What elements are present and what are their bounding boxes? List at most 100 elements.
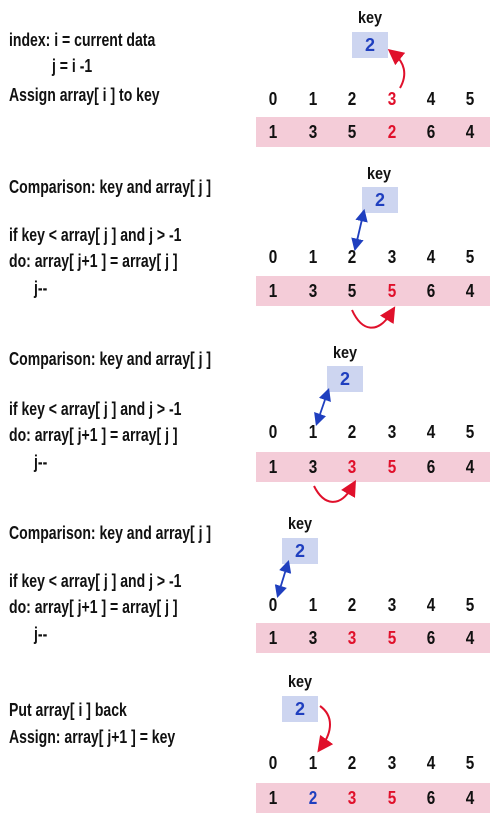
step-4-text-line-1: Comparison: key and array[ j ] xyxy=(9,523,212,543)
array-cell-highlight: 3 xyxy=(347,628,357,648)
step-1-array-row: 1 3 5 2 6 4 xyxy=(256,117,490,147)
step-5-text-line-2: Assign: array[ j+1 ] = key xyxy=(9,727,176,747)
step-5-key-label: key xyxy=(287,672,313,691)
index-cell: 5 xyxy=(465,753,475,773)
index-cell: 4 xyxy=(426,753,436,773)
step-3-array-row: 1 3 3 5 6 4 xyxy=(256,452,490,482)
step-4-text-line-3: do: array[ j+1 ] = array[ j ] xyxy=(9,597,178,617)
array-cell: 4 xyxy=(465,628,475,648)
index-cell: 5 xyxy=(465,247,475,267)
array-cell: 3 xyxy=(308,281,318,301)
index-cell: 4 xyxy=(426,247,436,267)
step-3-text-line-3: do: array[ j+1 ] = array[ j ] xyxy=(9,425,178,445)
step-1-text-line-1: index: i = current data xyxy=(9,30,156,50)
step-2-shift-arrow xyxy=(351,306,396,329)
step-2-text-line-3: do: array[ j+1 ] = array[ j ] xyxy=(9,251,178,271)
step-4-key-box: 2 xyxy=(282,538,318,564)
array-cell: 5 xyxy=(347,122,357,142)
step-2-key-label: key xyxy=(366,164,392,183)
index-cell: 1 xyxy=(308,753,318,773)
array-cell: 1 xyxy=(268,788,278,808)
step-5-insert-arrow xyxy=(317,705,334,753)
step-1-key-box: 2 xyxy=(352,32,388,58)
index-cell: 2 xyxy=(347,595,357,615)
array-cell: 5 xyxy=(347,281,357,301)
index-cell: 1 xyxy=(308,89,318,109)
step-1-index-row: 0 1 2 3 4 5 xyxy=(256,88,490,110)
array-cell-highlight: 3 xyxy=(347,457,357,477)
index-cell: 0 xyxy=(268,595,278,615)
step-3-text-line-4: j-- xyxy=(34,452,48,472)
step-1-assign-arrow xyxy=(387,48,406,89)
index-cell: 3 xyxy=(387,247,397,267)
index-cell: 0 xyxy=(268,753,278,773)
step-2-text-line-4: j-- xyxy=(34,278,48,298)
array-cell: 4 xyxy=(465,122,475,142)
index-cell: 3 xyxy=(387,753,397,773)
step-3-shift-arrow xyxy=(313,480,356,503)
array-cell: 4 xyxy=(465,457,475,477)
array-cell: 6 xyxy=(426,281,436,301)
array-cell: 3 xyxy=(308,122,318,142)
array-cell: 1 xyxy=(268,122,278,142)
step-2-key-box: 2 xyxy=(362,187,398,213)
index-cell: 2 xyxy=(347,422,357,442)
step-5-key-box: 2 xyxy=(282,696,318,722)
index-cell: 1 xyxy=(308,247,318,267)
array-cell: 6 xyxy=(426,457,436,477)
array-cell-highlight: 5 xyxy=(387,628,397,648)
step-3-index-row: 0 1 2 3 4 5 xyxy=(256,421,490,443)
array-cell-highlight: 2 xyxy=(387,122,397,142)
step-4-text-line-2: if key < array[ j ] and j > -1 xyxy=(9,571,182,591)
array-cell: 6 xyxy=(426,788,436,808)
array-cell-highlight: 3 xyxy=(347,788,357,808)
index-cell: 0 xyxy=(268,89,278,109)
index-cell: 1 xyxy=(308,422,318,442)
step-1-text-line-3: Assign array[ i ] to key xyxy=(9,85,160,105)
step-5-text-line-1: Put array[ i ] back xyxy=(9,700,127,720)
array-cell-highlight: 5 xyxy=(387,457,397,477)
step-3-key-label: key xyxy=(332,343,358,362)
step-2-compare-arrow xyxy=(351,208,368,252)
array-cell: 1 xyxy=(268,281,278,301)
index-cell: 4 xyxy=(426,422,436,442)
index-cell: 5 xyxy=(465,595,475,615)
step-5-array-row: 1 2 3 5 6 4 xyxy=(256,783,490,813)
array-cell-highlight: 5 xyxy=(387,788,397,808)
step-4-key-label: key xyxy=(287,514,313,533)
step-3-text-line-1: Comparison: key and array[ j ] xyxy=(9,349,212,369)
step-1-text-line-2: j = i -1 xyxy=(52,56,93,76)
step-2-text-line-1: Comparison: key and array[ j ] xyxy=(9,177,212,197)
array-cell: 3 xyxy=(308,457,318,477)
index-cell: 2 xyxy=(347,247,357,267)
array-cell: 1 xyxy=(268,457,278,477)
step-4-text-line-4: j-- xyxy=(34,624,48,644)
index-cell: 0 xyxy=(268,247,278,267)
array-cell: 4 xyxy=(465,788,475,808)
index-cell: 0 xyxy=(268,422,278,442)
array-cell: 4 xyxy=(465,281,475,301)
index-cell: 2 xyxy=(347,89,357,109)
step-4-array-row: 1 3 3 5 6 4 xyxy=(256,623,490,653)
array-cell-inserted: 2 xyxy=(308,788,318,808)
array-cell: 1 xyxy=(268,628,278,648)
step-2-text-line-2: if key < array[ j ] and j > -1 xyxy=(9,225,182,245)
index-cell: 5 xyxy=(465,89,475,109)
index-cell: 4 xyxy=(426,595,436,615)
index-cell-current: 3 xyxy=(387,89,397,109)
index-cell: 3 xyxy=(387,595,397,615)
step-2-array-row: 1 3 5 5 6 4 xyxy=(256,276,490,306)
step-1-key-label: key xyxy=(357,8,383,27)
index-cell: 1 xyxy=(308,595,318,615)
array-cell: 3 xyxy=(308,628,318,648)
step-4-index-row: 0 1 2 3 4 5 xyxy=(256,594,490,616)
index-cell: 5 xyxy=(465,422,475,442)
step-2-index-row: 0 1 2 3 4 5 xyxy=(256,246,490,268)
array-cell: 6 xyxy=(426,122,436,142)
step-3-text-line-2: if key < array[ j ] and j > -1 xyxy=(9,399,182,419)
step-3-compare-arrow xyxy=(314,388,331,426)
index-cell: 2 xyxy=(347,753,357,773)
step-3-key-box: 2 xyxy=(327,366,363,392)
array-cell: 6 xyxy=(426,628,436,648)
